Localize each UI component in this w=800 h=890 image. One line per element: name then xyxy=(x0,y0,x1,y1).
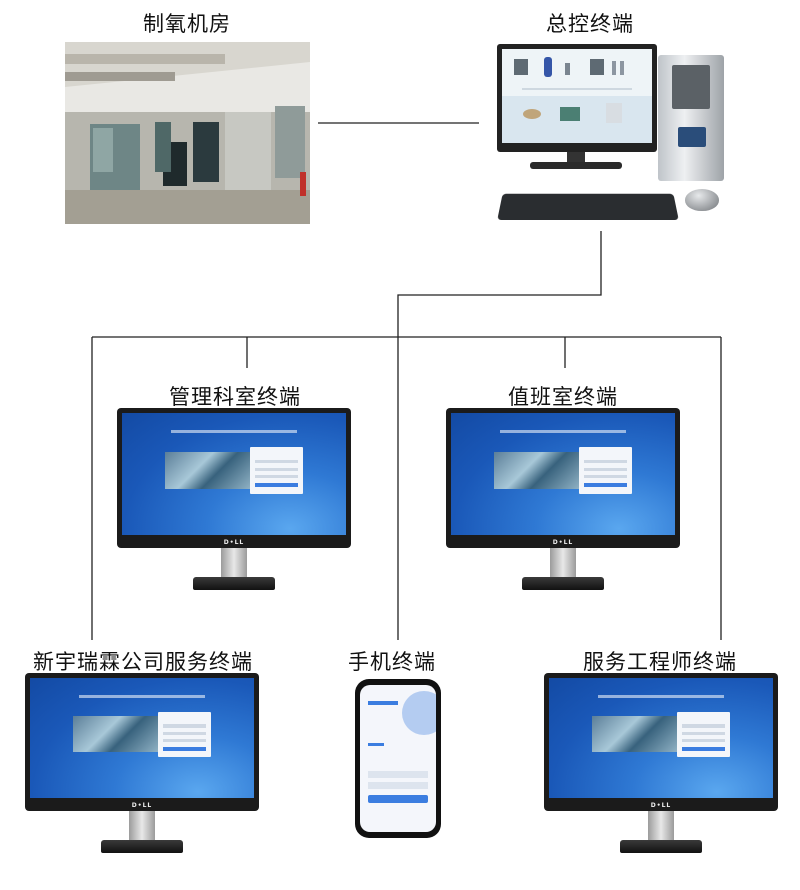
duty-room-monitor-icon: D•LL xyxy=(446,408,680,590)
keyboard xyxy=(497,193,679,221)
engineer-monitor-icon: D•LL xyxy=(544,673,778,853)
machine-room-photo xyxy=(65,42,310,224)
mobile-terminal-label: 手机终端 xyxy=(348,650,436,674)
pc-monitor-neck xyxy=(567,152,585,164)
pc-monitor-screen xyxy=(502,49,652,143)
pc-monitor xyxy=(497,44,657,152)
management-monitor-icon: D•LL xyxy=(117,408,351,590)
pc-tower xyxy=(658,55,724,181)
management-terminal-label: 管理科室终端 xyxy=(169,385,301,409)
mouse xyxy=(685,189,719,211)
duty-room-terminal-label: 值班室终端 xyxy=(508,385,618,409)
phone-icon xyxy=(355,679,441,838)
pc-monitor-base xyxy=(530,162,622,169)
link-master-trunk xyxy=(397,231,602,337)
company-service-terminal-label: 新宇瑞霖公司服务终端 xyxy=(33,650,253,674)
company-service-monitor-icon: D•LL xyxy=(25,673,259,853)
machine-room-label: 制氧机房 xyxy=(143,12,231,36)
engineer-terminal-label: 服务工程师终端 xyxy=(583,650,737,674)
master-terminal-label: 总控终端 xyxy=(546,12,634,36)
